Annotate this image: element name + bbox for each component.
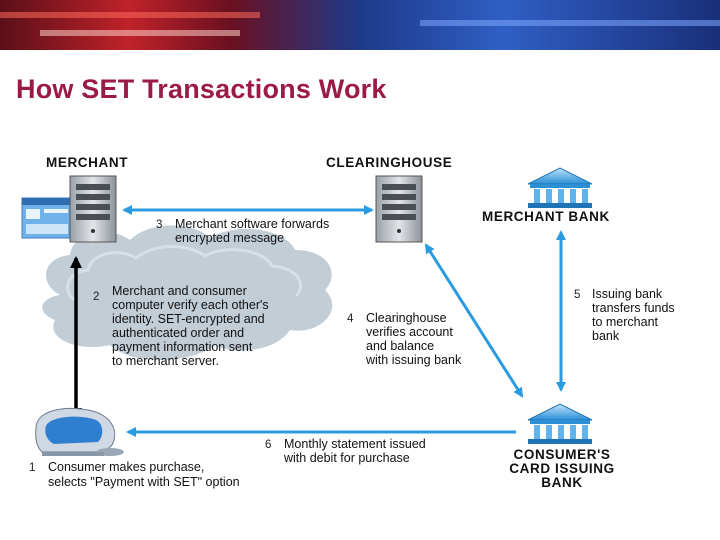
step-2-text-line: Merchant and consumer xyxy=(112,284,247,298)
card-bank-label-line: CARD ISSUING xyxy=(509,461,614,476)
step-5-number: 5 xyxy=(574,289,580,301)
banner-streak xyxy=(420,20,720,26)
step-1-text-line: Consumer makes purchase, xyxy=(48,460,204,474)
merchant-label: MERCHANT xyxy=(46,155,128,170)
banner-streak xyxy=(0,12,260,18)
header-banner xyxy=(0,0,720,50)
bank-building-icon xyxy=(527,403,593,444)
card-bank-label-line: CONSUMER'S xyxy=(514,447,611,462)
step-2-number: 2 xyxy=(93,291,99,303)
banner-streak xyxy=(40,30,240,36)
step-5-text-line: transfers funds xyxy=(592,301,675,315)
step-5-text-line: bank xyxy=(592,329,620,343)
step-2-text-line: identity. SET-encrypted and xyxy=(112,312,265,326)
step-4-text-line: verifies account xyxy=(366,325,453,339)
step-4-number: 4 xyxy=(347,313,354,325)
step-1-text-line: selects "Payment with SET" option xyxy=(48,475,240,489)
step-4-text-line: Clearinghouse xyxy=(366,311,447,325)
step-3-text-line: encrypted message xyxy=(175,231,284,245)
server-tower-icon xyxy=(69,175,117,243)
step-5-text-line: to merchant xyxy=(592,315,659,329)
server-tower-icon xyxy=(375,175,423,243)
step-6-text-line: with debit for purchase xyxy=(283,451,410,465)
step-3-text-line: Merchant software forwards xyxy=(175,217,329,231)
step-3-number: 3 xyxy=(156,219,162,231)
step-5-text-line: Issuing bank xyxy=(592,287,663,301)
step-4-arrow xyxy=(424,243,524,398)
step-2-text-line: computer verify each other's xyxy=(112,298,269,312)
step-2-text-line: authenticated order and xyxy=(112,326,244,340)
step-2-text-line: to merchant server. xyxy=(112,354,219,368)
step-1-number: 1 xyxy=(29,462,35,474)
step-2-text-line: payment information sent xyxy=(112,340,253,354)
step-6-text-line: Monthly statement issued xyxy=(284,437,426,451)
set-transaction-diagram: MERCHANT CLEARINGHOUSE MERCHANT BANK CON… xyxy=(21,155,675,490)
bank-building-icon xyxy=(527,167,593,208)
step-4-text-line: with issuing bank xyxy=(365,353,462,367)
browser-window-icon xyxy=(21,197,73,239)
network-cloud xyxy=(42,225,333,360)
card-bank-label-line: BANK xyxy=(541,475,582,490)
merchant-bank-label: MERCHANT BANK xyxy=(482,209,610,224)
desktop-computer-icon xyxy=(35,407,124,456)
clearinghouse-label: CLEARINGHOUSE xyxy=(326,155,452,170)
slide-title: How SET Transactions Work xyxy=(16,74,387,104)
step-6-number: 6 xyxy=(265,439,271,451)
step-4-text-line: and balance xyxy=(366,339,434,353)
